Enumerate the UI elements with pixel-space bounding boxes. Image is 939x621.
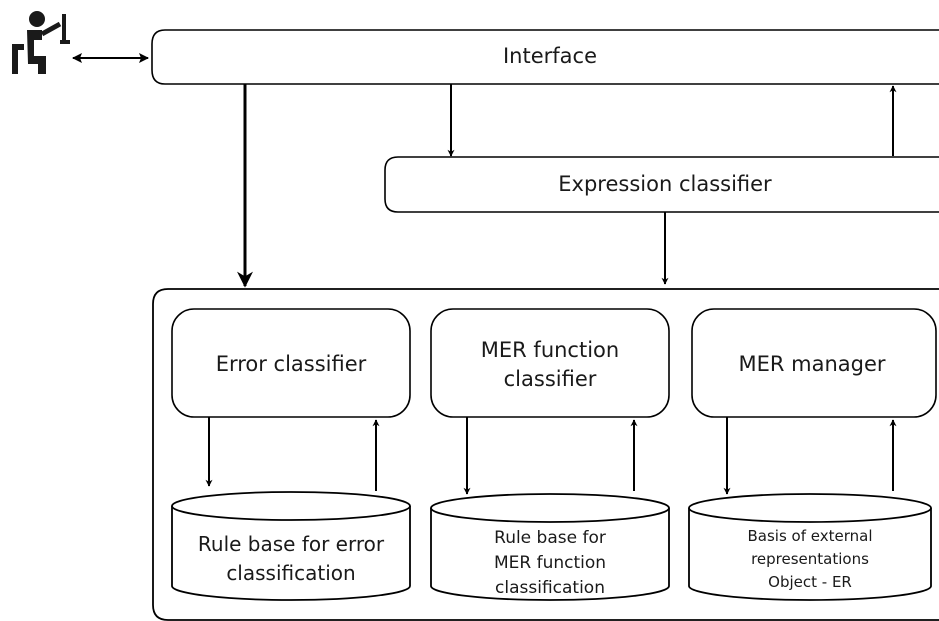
expression-classifier-box: Expression classifier — [384, 156, 939, 213]
mer-function-classifier-label-line2: classifier — [504, 367, 597, 391]
er-basis-label-line2: representations — [751, 550, 869, 568]
error-rule-base-label-line1: Rule base for error — [198, 532, 385, 556]
mer-rule-base-label-line3: classification — [495, 578, 605, 598]
mer-rule-base-label-line2: MER function — [494, 553, 606, 573]
error-rule-base-label-line2: classification — [226, 561, 355, 585]
mer-function-rule-base-database: Rule base for MER function classificatio… — [430, 493, 670, 601]
error-rule-base-database: Rule base for error classification — [171, 491, 411, 601]
er-basis-label-line1: Basis of external — [748, 527, 873, 545]
er-basis-label-line3: Object - ER — [768, 573, 852, 591]
interface-box: Interface — [151, 29, 939, 85]
external-representations-database: Basis of external representations Object… — [688, 493, 932, 601]
error-classifier-label: Error classifier — [216, 352, 367, 376]
user-at-computer-icon — [12, 11, 70, 74]
mer-function-classifier-label-line1: MER function — [481, 338, 619, 362]
interface-label: Interface — [503, 44, 597, 68]
expression-classifier-label: Expression classifier — [558, 172, 772, 196]
error-classifier-box: Error classifier — [171, 308, 411, 418]
mer-manager-label: MER manager — [738, 352, 885, 376]
mer-rule-base-label-line1: Rule base for — [494, 528, 606, 548]
mer-manager-box: MER manager — [691, 308, 937, 418]
mer-function-classifier-box: MER function classifier — [430, 308, 670, 418]
